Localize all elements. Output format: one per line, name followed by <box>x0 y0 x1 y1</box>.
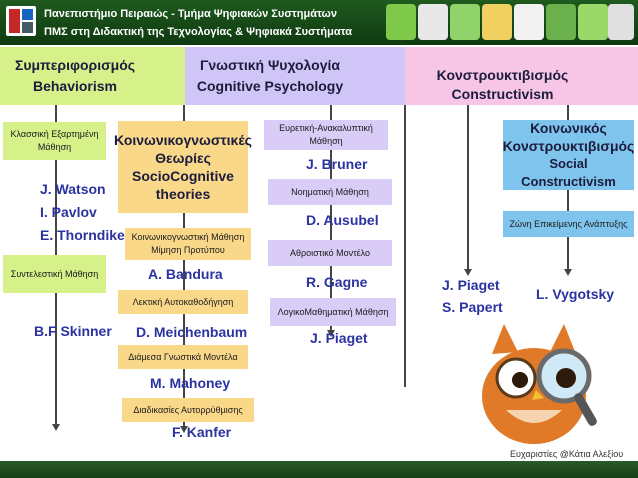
name-kanfer: F. Kanfer <box>172 424 232 440</box>
name-bandura: A. Bandura <box>148 266 223 282</box>
column-divider <box>404 105 406 387</box>
zone-of-proximal-development-box: Ζώνη Επικείμενης Ανάπτυξης <box>503 211 634 237</box>
cognitive-title-gr: Γνωστική Ψυχολογία <box>199 57 341 73</box>
book-icon <box>514 4 544 40</box>
arrowhead <box>564 269 572 276</box>
header-university-title: Πανεπιστήμιο Πειραιώς - Τμήμα Ψηφιακών Σ… <box>44 8 337 20</box>
social-constructivism-title-gr1: Κοινωνικός <box>530 120 607 136</box>
sociocognitive-box: Κοινωνικογνωστικές Θεωρίες SocioCognitiv… <box>114 121 252 213</box>
name-mahoney: M. Mahoney <box>150 375 231 391</box>
constructivism-title-en: Constructivism <box>451 86 554 102</box>
figure-icon <box>482 4 512 40</box>
behaviorism-title-gr: Συμπεριφορισμός <box>14 57 136 73</box>
footer-bar <box>0 461 638 478</box>
cognitive-line <box>330 105 332 330</box>
operant-learning-box: Συντελεστική Μάθηση <box>3 255 106 293</box>
cognitive-title-en: Cognitive Psychology <box>196 78 344 94</box>
name-meichenbaum: D. Meichenbaum <box>136 324 248 340</box>
self-regulation-box: Διαδικασίες Αυτορρύθμισης <box>122 398 254 422</box>
social-constructivism-title-en: Social Constructivism <box>521 156 616 189</box>
name-bruner: J. Bruner <box>306 156 368 172</box>
name-gagne: R. Gagne <box>306 274 368 290</box>
name-watson: J. Watson <box>40 181 106 197</box>
constructivism-header <box>405 47 638 105</box>
computer-icon <box>608 4 634 40</box>
name-vygotsky: L. Vygotsky <box>536 286 615 302</box>
sociocognitive-title-gr1: Κοινωνικογνωστικές <box>114 132 252 148</box>
name-skinner: B.F Skinner <box>34 323 112 339</box>
sociocognitive-title-en2: theories <box>155 186 211 202</box>
cognitive-mediation-box: Διάμεσα Γνωστικά Μοντέλα <box>118 345 248 369</box>
figure-icon <box>386 4 416 40</box>
classical-conditioning-box: Κλασσική Εξαρτημένη Μάθηση <box>3 122 106 160</box>
arrowhead <box>180 426 188 433</box>
social-constructivism-title-gr2: Κονστρουκτιβισμός <box>502 138 635 154</box>
social-constructivism-box: Κοινωνικός Κονστρουκτιβισμός Social Cons… <box>503 120 634 190</box>
social-learning-box: Κοινωνικογνωστική Μάθηση Μίμηση Προτύπου <box>125 228 251 260</box>
discovery-learning-box: Ευρετική-Ανακαλυπτική Μάθηση <box>264 120 388 150</box>
arrowhead <box>52 424 60 431</box>
university-logo <box>6 6 36 36</box>
sociocognitive-title-en1: SocioCognitive <box>132 168 234 184</box>
name-pavlov: I. Pavlov <box>40 204 97 220</box>
name-papert: S. Papert <box>442 299 503 315</box>
name-thorndike: E. Thorndike <box>40 227 125 243</box>
constructivism-title-gr: Κονστρουκτιβισμός <box>436 67 569 83</box>
figure-icon <box>578 4 608 40</box>
sociocognitive-title-gr2: Θεωρίες <box>155 150 211 166</box>
sociocognitive-line <box>183 105 185 427</box>
credit-text: Ευχαριστίες @Κάτια Αλεξίου <box>510 449 624 459</box>
arrowhead <box>327 330 335 337</box>
cognitive-header <box>185 47 405 105</box>
piaget-line <box>467 105 469 270</box>
monitor-icon <box>546 4 576 40</box>
logicomathematical-learning-box: ΛογικοΜαθηματική Μάθηση <box>270 298 396 326</box>
figure-icon <box>450 4 480 40</box>
name-piaget-cognitive: J. Piaget <box>310 330 368 346</box>
cumulative-model-box: Αθροιστικό Μοντέλο <box>268 240 392 266</box>
laptop-icon <box>418 4 448 40</box>
verbal-self-instruction-box: Λεκτική Αυτοκαθοδήγηση <box>118 290 248 314</box>
owl-mascot-image <box>470 318 600 455</box>
header-program-title: ΠΜΣ στη Διδακτική της Τεχνολογίας & Ψηφι… <box>44 26 352 38</box>
arrowhead <box>464 269 472 276</box>
behaviorism-header <box>0 47 185 105</box>
behaviorism-title-en: Behaviorism <box>32 78 118 94</box>
name-ausubel: D. Ausubel <box>306 212 379 228</box>
meaningful-learning-box: Νοηματική Μάθηση <box>268 179 392 205</box>
name-piaget: J. Piaget <box>442 277 500 293</box>
